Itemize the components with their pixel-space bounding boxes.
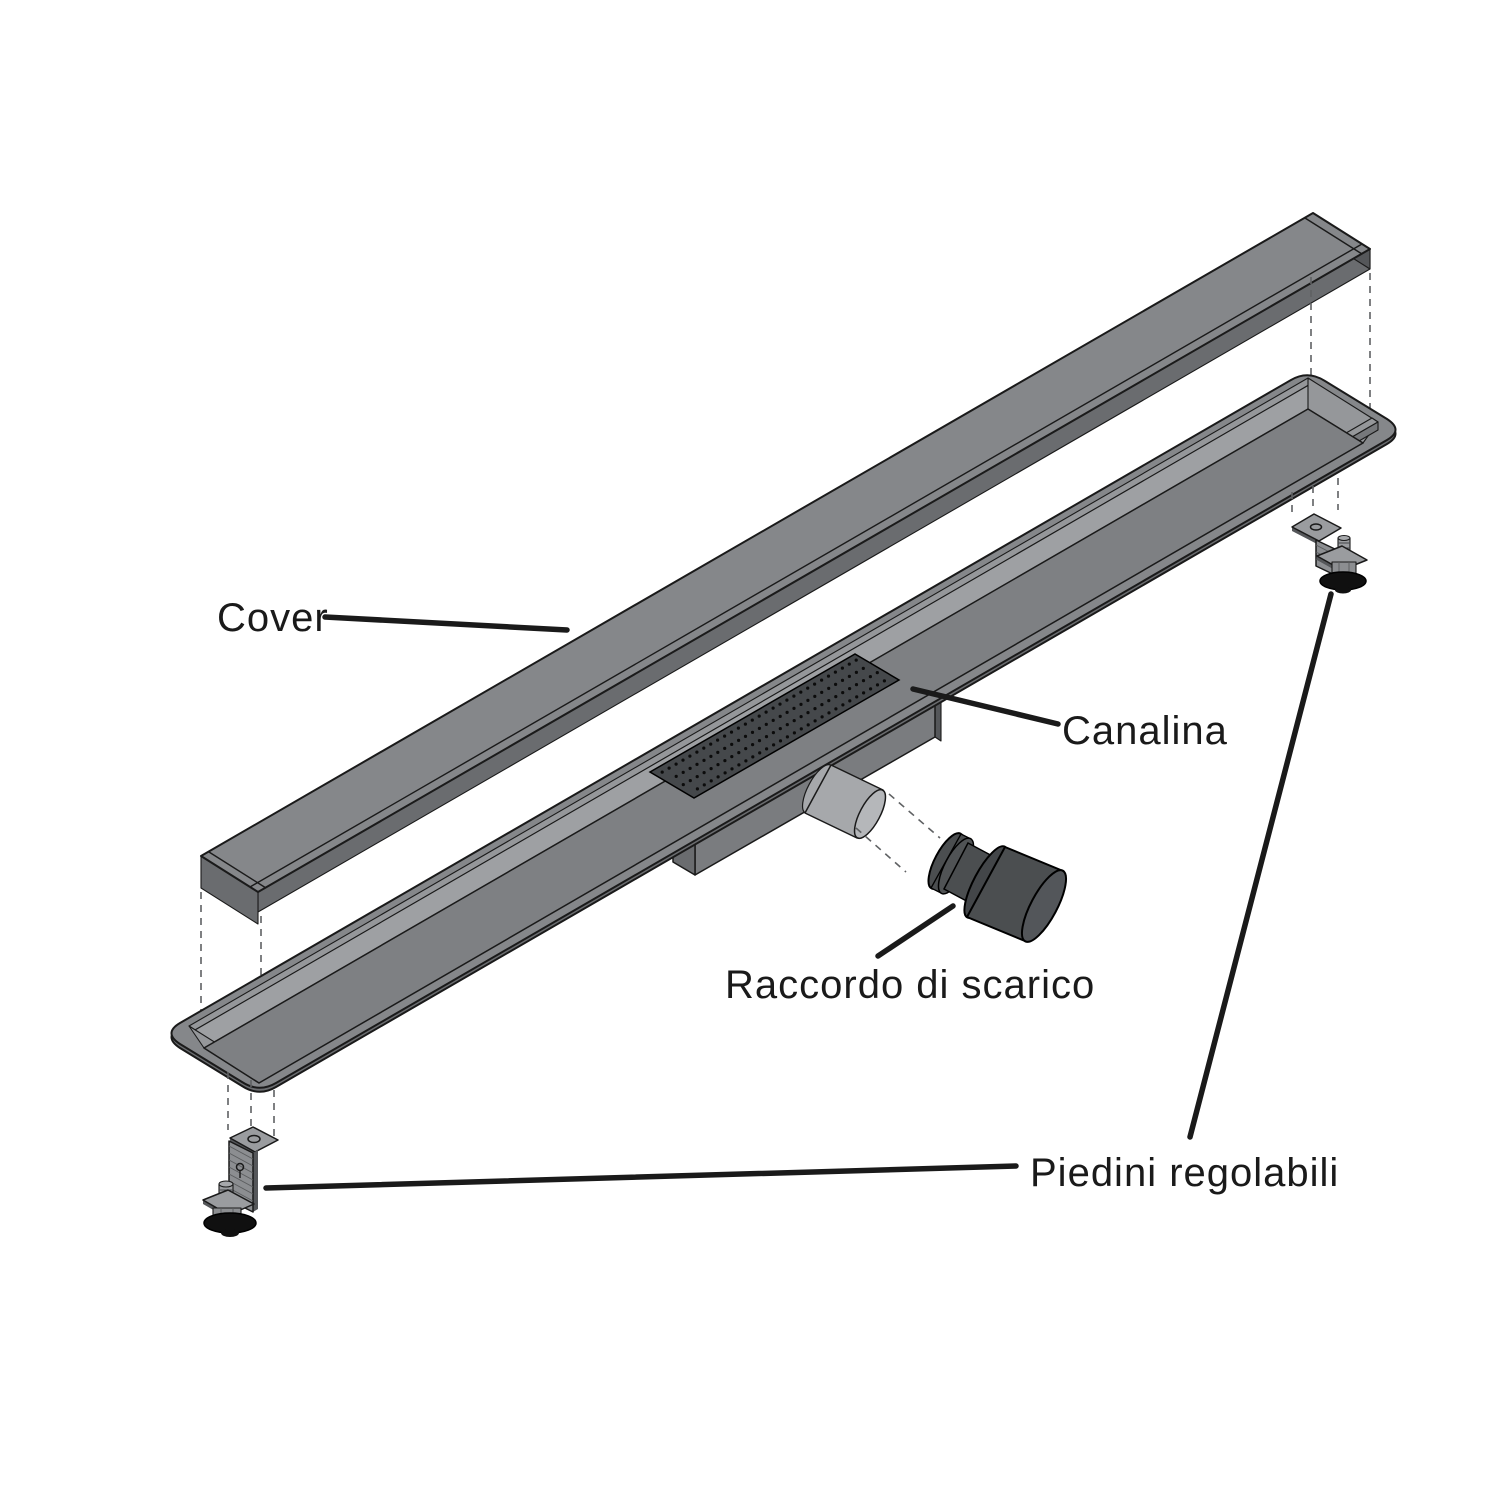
- cover-part: [200, 212, 1371, 925]
- foot-left-web-hatch: [228, 1145, 254, 1202]
- foot-right-plate-hole: [1309, 523, 1323, 531]
- cover-right-fold-line: [1304, 217, 1363, 255]
- canalina-label: Canalina: [1062, 709, 1228, 753]
- guide-spigot-1: [888, 793, 941, 839]
- cover-left-fold-line: [208, 851, 267, 889]
- foot-left-web-edge: [253, 1150, 258, 1212]
- foot-left-top-plate: [229, 1126, 279, 1153]
- foot-left-bolt-top: [218, 1180, 234, 1188]
- raccordo-label: Raccordo di scarico: [725, 963, 1095, 1007]
- callouts: Cover Canalina Raccordo di scarico Piedi…: [217, 591, 1339, 1195]
- foot-right-disc-nub: [1335, 586, 1351, 594]
- foot-right-plate-edge: [1292, 527, 1319, 545]
- channel-part: [170, 374, 1397, 1093]
- cover-top-face: [200, 212, 1371, 893]
- cover-label: Cover: [217, 596, 329, 640]
- cover-leader-line: [322, 614, 570, 633]
- connector-end-face: [1020, 869, 1068, 943]
- canalina-leader-line: [910, 686, 1061, 727]
- grate-dots: [660, 658, 887, 791]
- foot-right-bolt-top: [1337, 535, 1351, 541]
- foot-left-disc-nub: [221, 1229, 239, 1237]
- raccordo-leader-line: [875, 903, 956, 959]
- spigot-end-face: [853, 788, 887, 840]
- foot-left: [202, 1072, 279, 1237]
- connector-guides: [855, 793, 941, 873]
- guide-spigot-2: [855, 827, 907, 873]
- drain-connector-part: [927, 832, 1068, 943]
- piedini-leader-line-left: [263, 1163, 1019, 1191]
- rim-far-top: [188, 377, 1315, 1031]
- piedini-label: Piedini regolabili: [1030, 1151, 1339, 1195]
- foot-right: [1291, 478, 1368, 594]
- foot-right-top-plate: [1291, 513, 1342, 542]
- outlet-spigot: [801, 764, 887, 840]
- foot-left-plate-hole: [247, 1134, 261, 1144]
- perforated-grate: [648, 653, 901, 799]
- cover-fold-line: [249, 243, 1363, 888]
- piedini-leader-line-right: [1187, 591, 1334, 1140]
